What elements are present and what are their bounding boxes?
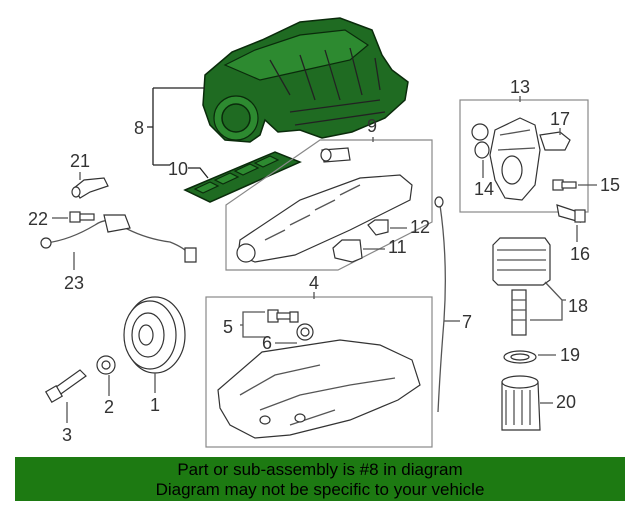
part-4-box [205,296,433,448]
leader-5 [240,311,268,338]
callout-14: 14 [474,179,494,199]
callout-13: 13 [510,77,530,97]
banner-line-2: Diagram may not be specific to your vehi… [155,480,485,499]
callout-12: 12 [410,217,430,237]
callout-23: 23 [64,273,84,293]
callout-18: 18 [568,296,588,316]
callout-2: 2 [104,397,114,417]
part-9-box [225,139,433,271]
sensor-part-22[interactable] [69,211,95,223]
callout-4: 4 [309,273,319,293]
callout-10: 10 [168,159,188,179]
washer-part-6[interactable] [296,323,314,341]
washer-part-2[interactable] [96,355,116,375]
bolt-part-3[interactable] [44,369,87,404]
callout-9: 9 [367,116,377,136]
dipstick-part[interactable] [434,196,446,413]
bolt-part-15[interactable] [552,179,577,191]
drain-plug-part[interactable] [267,309,299,323]
parts-diagram: 8 10 9 11 12 7 4 [28,17,620,448]
seal-part-11[interactable] [332,239,363,263]
sensor-part-17[interactable] [539,131,571,151]
o-ring-part-14[interactable] [471,123,490,159]
oil-cooler-part[interactable] [492,237,551,286]
banner-line-1: Part or sub-assembly is #8 in diagram [177,460,463,479]
bolt-part-16[interactable] [556,204,586,223]
callout-11: 11 [388,237,407,257]
info-banner: Part or sub-assembly is #8 in diagram Di… [15,457,625,501]
gasket-set-part[interactable] [183,151,302,203]
callout-8: 8 [134,118,144,138]
callout-17: 17 [550,109,570,129]
leader-10 [188,167,209,179]
callout-1: 1 [150,395,160,415]
callout-7: 7 [462,312,472,332]
leader-18 [530,281,566,321]
callout-19: 19 [560,345,580,365]
callout-3: 3 [62,425,72,445]
lower-intake-part[interactable] [236,147,413,263]
callout-16: 16 [570,244,590,264]
part-13-box [459,99,589,213]
oil-filter-part[interactable] [501,375,541,431]
seal-part-12[interactable] [367,219,389,236]
crank-pulley-part[interactable] [123,296,186,374]
callout-15: 15 [600,175,620,195]
callout-5: 5 [223,317,233,337]
sensor-harness-part-23[interactable] [40,214,197,263]
oil-pan-part[interactable] [217,339,421,439]
seal-part-19[interactable] [503,350,537,364]
callout-6: 6 [262,333,272,353]
intake-manifold-part[interactable] [202,17,409,143]
callout-20: 20 [556,392,576,412]
callout-22: 22 [28,209,48,229]
fitting-part-18[interactable] [511,289,527,336]
leader-8 [147,87,205,166]
sensor-part-21[interactable] [71,177,109,199]
oil-filter-housing-part[interactable] [489,117,541,201]
callout-21: 21 [70,151,90,171]
